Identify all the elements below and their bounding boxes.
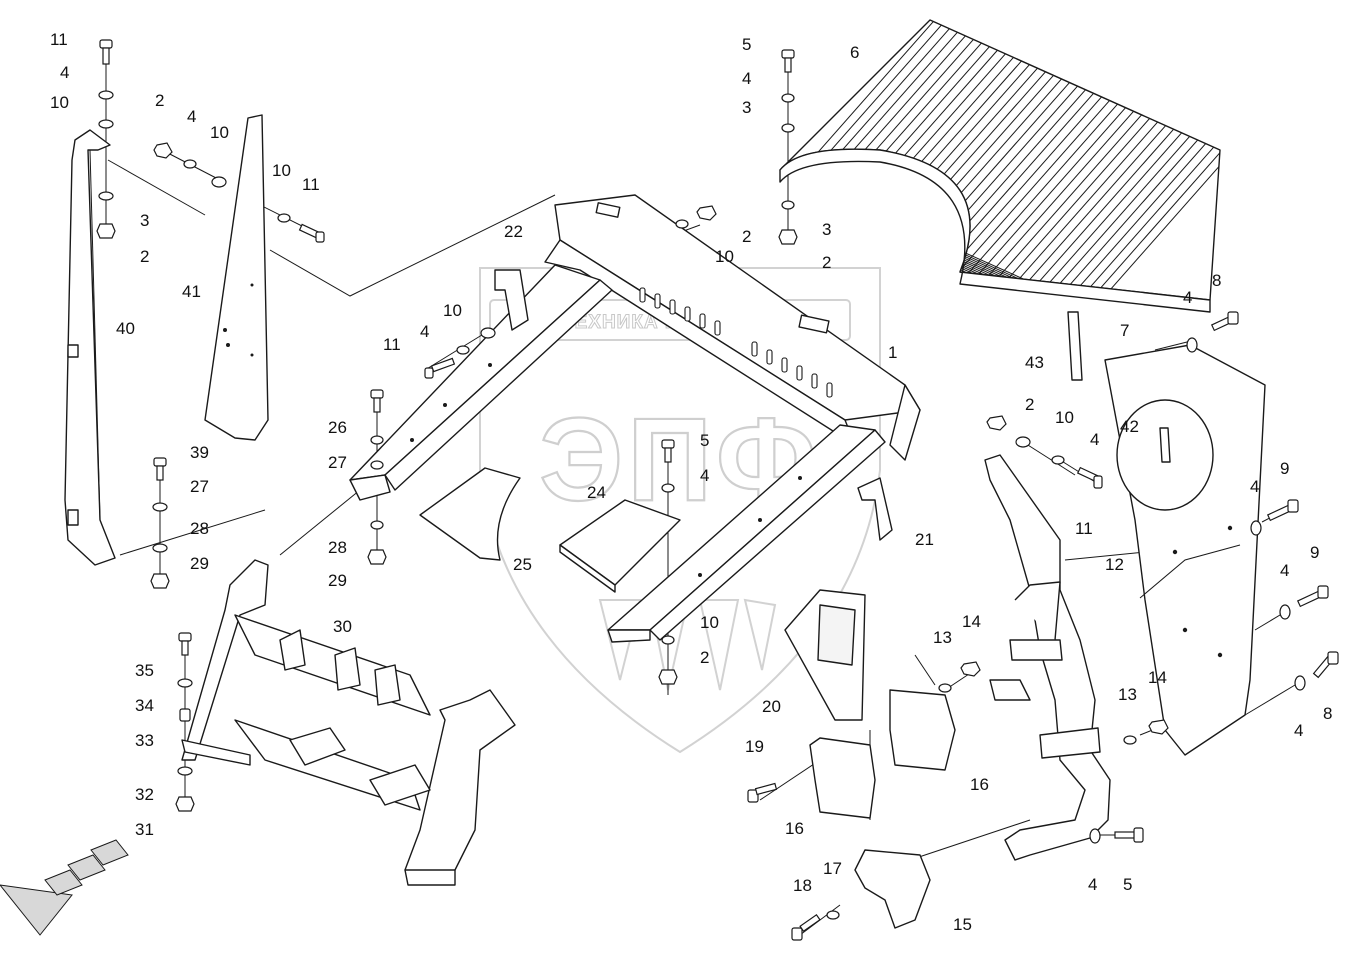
- part-15-bracket: [854, 849, 931, 929]
- callout-14: 14: [1148, 668, 1167, 687]
- callout-21: 21: [915, 530, 934, 549]
- part-24-plate-edge: [559, 544, 616, 593]
- callout-31: 31: [135, 820, 154, 839]
- callout-24: 24: [587, 483, 606, 502]
- callout-19: 19: [745, 737, 764, 756]
- callout-4: 4: [1280, 561, 1289, 580]
- callout-4: 4: [60, 63, 69, 82]
- callout-10: 10: [700, 613, 719, 632]
- callout-8: 8: [1323, 704, 1332, 723]
- callout-4: 4: [700, 466, 709, 485]
- callout-15: 15: [953, 915, 972, 934]
- callout-8: 8: [1212, 271, 1221, 290]
- callout-29: 29: [190, 554, 209, 573]
- callout-4: 4: [187, 107, 196, 126]
- part-25-plate: [419, 467, 521, 561]
- callout-30: 30: [333, 617, 352, 636]
- callout-10: 10: [1055, 408, 1074, 427]
- callout-7: 7: [1120, 321, 1129, 340]
- part-43-strip: [1067, 311, 1083, 381]
- callout-26: 26: [328, 418, 347, 437]
- callout-2: 2: [1025, 395, 1034, 414]
- callout-13: 13: [1118, 685, 1137, 704]
- part-42-strip: [1159, 427, 1171, 463]
- callout-2: 2: [742, 227, 751, 246]
- watermark-shield: [479, 267, 881, 754]
- callout-27: 27: [328, 453, 347, 472]
- callout-10: 10: [272, 161, 291, 180]
- callout-2: 2: [822, 253, 831, 272]
- fasteners: [96, 39, 1339, 941]
- callout-11: 11: [50, 30, 68, 49]
- callout-11: 11: [302, 175, 320, 194]
- part-41-side-panel: [204, 114, 269, 441]
- callout-labels: 11 4 10 3 2 2 4 10 10 11 41 40 39 27 28 …: [50, 30, 1332, 934]
- part-1-main-frame: [349, 194, 921, 643]
- callout-35: 35: [135, 661, 154, 680]
- callout-2: 2: [700, 648, 709, 667]
- callout-4: 4: [1183, 288, 1192, 307]
- callout-4: 4: [1294, 721, 1303, 740]
- callout-28: 28: [328, 538, 347, 557]
- callout-9: 9: [1310, 543, 1319, 562]
- part-16-step-upper: [889, 689, 956, 771]
- callout-3: 3: [822, 220, 831, 239]
- callout-5: 5: [700, 431, 709, 450]
- callout-2: 2: [140, 247, 149, 266]
- callout-5: 5: [1123, 875, 1132, 894]
- callout-11: 11: [383, 335, 401, 354]
- callout-43: 43: [1025, 353, 1044, 372]
- part-30-front-frame: [181, 559, 516, 886]
- callout-6: 6: [850, 43, 859, 62]
- callout-41: 41: [182, 282, 201, 301]
- callout-28: 28: [190, 519, 209, 538]
- callout-42: 42: [1120, 417, 1139, 436]
- part-7-right-panel: [1104, 344, 1266, 756]
- callout-34: 34: [135, 696, 154, 715]
- callout-4: 4: [1090, 430, 1099, 449]
- callout-4: 4: [1250, 477, 1259, 496]
- callout-12: 12: [1105, 555, 1124, 574]
- callout-27: 27: [190, 477, 209, 496]
- callout-39: 39: [190, 443, 209, 462]
- callout-17: 17: [823, 859, 842, 878]
- callout-10: 10: [50, 93, 69, 112]
- callout-13: 13: [933, 628, 952, 647]
- callout-1: 1: [888, 343, 897, 362]
- callout-4: 4: [742, 69, 751, 88]
- callout-33: 33: [135, 731, 154, 750]
- callout-14: 14: [962, 612, 981, 631]
- callout-3: 3: [742, 98, 751, 117]
- callout-9: 9: [1280, 459, 1289, 478]
- part-40-left-post: [64, 129, 116, 566]
- cross-member-slots: [639, 287, 833, 398]
- callout-3: 3: [140, 211, 149, 230]
- callout-2: 2: [155, 91, 164, 110]
- part-16-step-lower: [809, 737, 876, 819]
- part-12-ladder-frame: [984, 454, 1111, 861]
- callout-16: 16: [785, 819, 804, 838]
- callout-20: 20: [762, 697, 781, 716]
- part-22-bracket: [494, 269, 529, 331]
- callout-16: 16: [970, 775, 989, 794]
- callout-11: 11: [1075, 519, 1093, 538]
- callout-25: 25: [513, 555, 532, 574]
- callout-18: 18: [793, 876, 812, 895]
- callout-22: 22: [504, 222, 523, 241]
- callout-4: 4: [1088, 875, 1097, 894]
- front-direction-arrow-icon: [0, 839, 129, 936]
- part-20-cover: [784, 589, 866, 721]
- callout-32: 32: [135, 785, 154, 804]
- part-21-bracket: [857, 477, 893, 541]
- callout-29: 29: [328, 571, 347, 590]
- callout-10: 10: [210, 123, 229, 142]
- callout-40: 40: [116, 319, 135, 338]
- callout-10: 10: [443, 301, 462, 320]
- callout-4: 4: [420, 322, 429, 341]
- callout-5: 5: [742, 35, 751, 54]
- callout-10: 10: [715, 247, 734, 266]
